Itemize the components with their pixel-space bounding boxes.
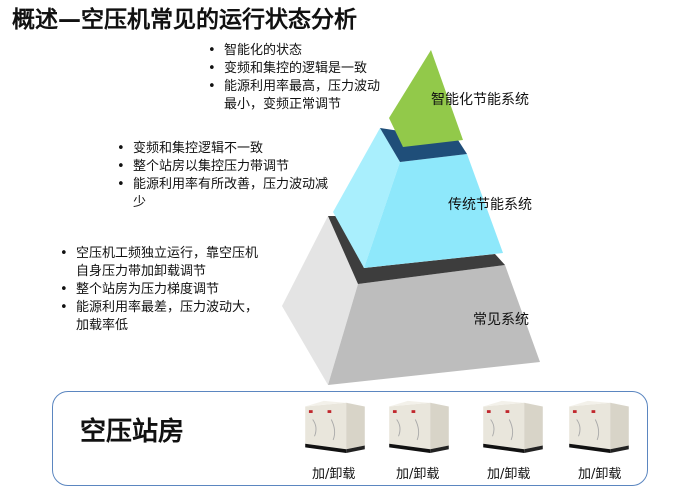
compressor-image [568, 400, 630, 453]
base-front-face [328, 265, 540, 385]
page-title: 概述—空压机常见的运行状态分析 [12, 7, 357, 33]
bullet: 变频和集控的逻辑是一致 [208, 60, 384, 78]
level-label-common: 常见系统 [473, 312, 529, 328]
bullet: 能源利用率最差，压力波动大，加载率低 [60, 299, 270, 335]
compressor-image [388, 400, 450, 453]
bullet: 整个站房为压力梯度调节 [60, 281, 270, 299]
compressor-label: 加/卸载 [312, 467, 356, 482]
level-label-traditional: 传统节能系统 [448, 197, 532, 213]
compressor-label: 加/卸载 [578, 467, 622, 482]
top-level-bullets: 智能化的状态 变频和集控的逻辑是一致 能源利用率最高，压力波动最小，变频正常调节 [208, 42, 384, 114]
bullet: 能源利用率最高，压力波动最小，变频正常调节 [208, 78, 384, 114]
compressor-image [482, 400, 544, 453]
station-title: 空压站房 [80, 417, 185, 447]
middle-front-face [364, 154, 503, 268]
compressor-image [304, 400, 366, 453]
station-box [52, 391, 648, 486]
middle-level-bullets: 变频和集控逻辑不一致 整个站房以集控压力带调节 能源利用率有所改善，压力波动减少 [117, 140, 329, 212]
middle-left-face [333, 128, 400, 268]
bullet: 变频和集控逻辑不一致 [117, 140, 329, 158]
bullet: 能源利用率有所改善，压力波动减少 [117, 176, 329, 212]
bullet: 空压机工频独立运行，靠空压机自身压力带加卸载调节 [60, 245, 270, 281]
compressor-label: 加/卸载 [487, 467, 531, 482]
top-face [389, 50, 463, 147]
base-top-band [328, 216, 505, 284]
bullet: 整个站房以集控压力带调节 [117, 158, 329, 176]
base-left-face [282, 216, 358, 385]
bullet: 智能化的状态 [208, 42, 384, 60]
level-label-smart: 智能化节能系统 [431, 92, 529, 108]
base-level-bullets: 空压机工频独立运行，靠空压机自身压力带加卸载调节 整个站房为压力梯度调节 能源利… [60, 245, 270, 335]
compressor-label: 加/卸载 [396, 467, 440, 482]
